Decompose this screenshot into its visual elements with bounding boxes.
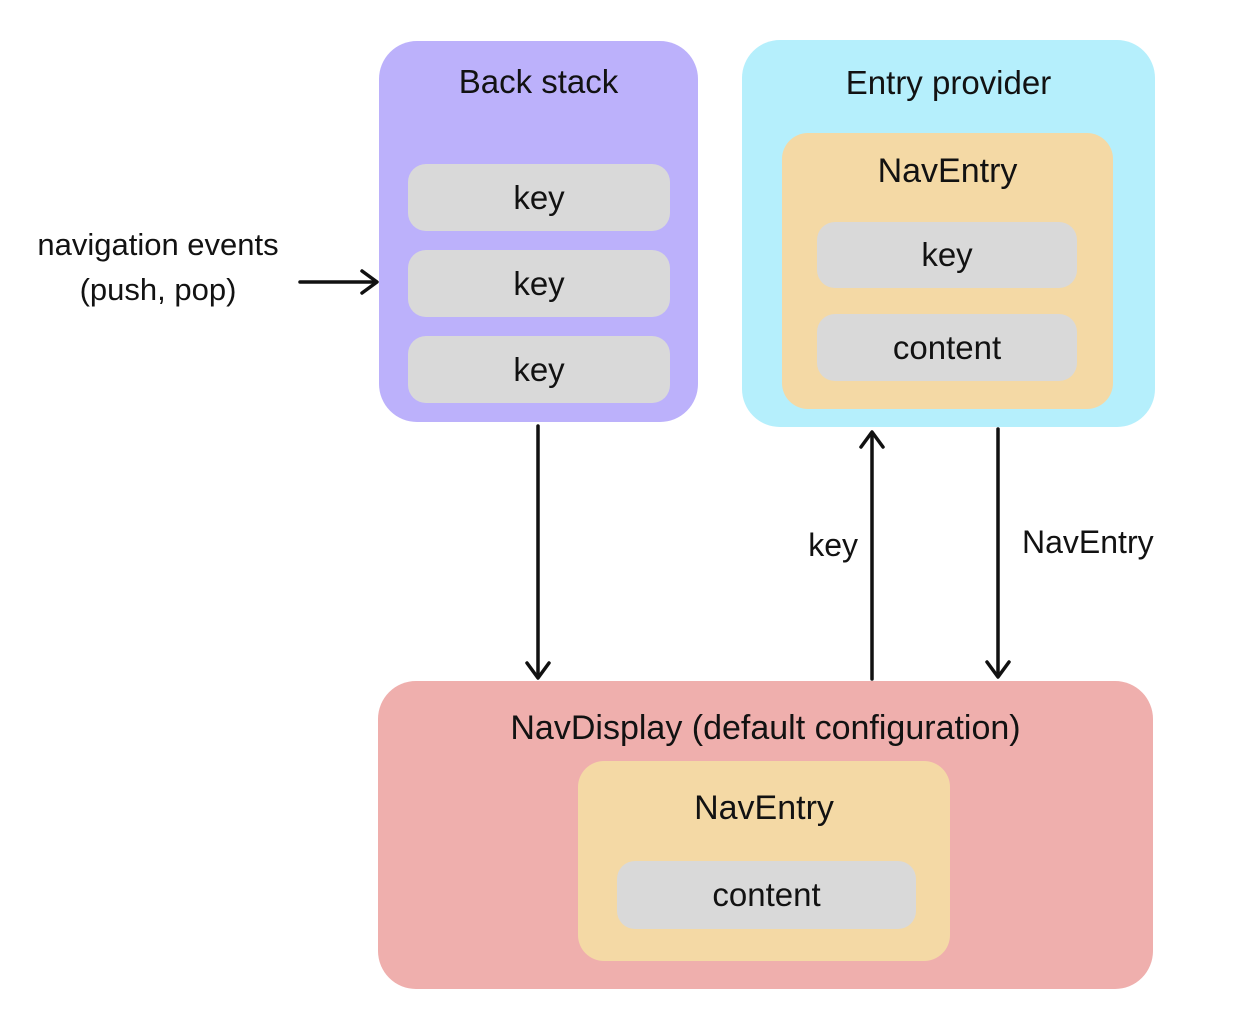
key-label: key (513, 350, 565, 388)
key-label: key (513, 178, 565, 216)
naventry-arrow-label: NavEntry (1022, 524, 1154, 560)
entry-provider-title: Entry provider (845, 64, 1052, 101)
navigation-events-line1: navigation events (37, 227, 279, 262)
naventry-down-arrow (985, 427, 1011, 679)
backstack-to-navdisplay-arrow (525, 424, 551, 680)
back-stack-key-chip: key (408, 336, 670, 403)
navdisplay-title: NavDisplay (default configuration) (510, 709, 1021, 747)
back-stack-key-chip: key (408, 164, 670, 231)
naventry-title: NavEntry (694, 789, 834, 827)
back-stack-key-chip: key (408, 250, 670, 317)
entry-provider-naventry-box: NavEntry key content (782, 133, 1113, 409)
key-up-arrow (859, 430, 885, 681)
key-label: key (513, 264, 565, 302)
naventry-title: NavEntry (877, 152, 1018, 190)
naventry-content-chip: content (617, 861, 916, 929)
navigation-events-annotation: navigation events (push, pop) (8, 222, 308, 312)
content-label: content (712, 876, 821, 913)
key-arrow-label: key (808, 527, 858, 563)
push-pop-arrow (298, 269, 379, 295)
back-stack-box: Back stack key key key (379, 41, 698, 422)
back-stack-title: Back stack (458, 63, 619, 100)
navigation-events-line2: (push, pop) (79, 272, 237, 307)
navdisplay-box: NavDisplay (default configuration) NavEn… (378, 681, 1153, 989)
entry-provider-box: Entry provider NavEntry key content (742, 40, 1155, 427)
naventry-content-chip: content (817, 314, 1077, 381)
navdisplay-naventry-box: NavEntry content (578, 761, 950, 961)
naventry-key-chip: key (817, 222, 1077, 288)
content-label: content (892, 328, 1002, 366)
key-label: key (921, 236, 973, 273)
